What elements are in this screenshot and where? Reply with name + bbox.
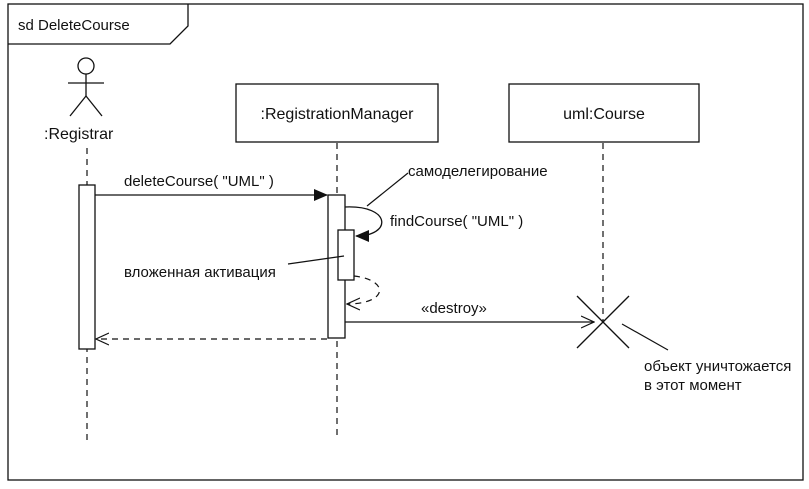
lifeline-head-course	[508, 83, 700, 143]
destroy-x-icon	[576, 295, 630, 349]
note-self-delegation: самоделегирование	[408, 163, 548, 180]
lifeline-label-registration-manager: :RegistrationManager	[261, 106, 415, 123]
message-delete-course-label: deleteCourse( "UML" )	[124, 173, 274, 190]
note-destroy-line1: объект уничтожается	[644, 358, 791, 375]
actor-name: :Registrar	[44, 126, 114, 143]
diagram-frame	[7, 3, 804, 481]
note-self-delegation-pointer	[366, 172, 409, 207]
note-nested-activation-pointer	[287, 255, 345, 265]
frame-title-tab	[8, 4, 189, 45]
message-destroy-label: «destroy»	[421, 300, 487, 317]
lifeline-head-registration-manager	[235, 83, 439, 143]
lifeline-label-course: uml:Course	[563, 106, 645, 123]
note-nested-activation: вложенная активация	[124, 264, 276, 281]
message-find-course-arrow	[344, 206, 383, 242]
nested-return-arrow	[347, 275, 381, 304]
note-destroy-line2: в этот момент	[644, 377, 742, 394]
nested-activation	[337, 229, 355, 281]
message-find-course-label: findCourse( "UML" )	[390, 213, 523, 230]
stick-figure-icon	[68, 57, 104, 117]
activation-registrar	[78, 184, 96, 350]
frame-title: sd DeleteCourse	[18, 17, 130, 34]
note-destroy-pointer	[621, 323, 669, 351]
